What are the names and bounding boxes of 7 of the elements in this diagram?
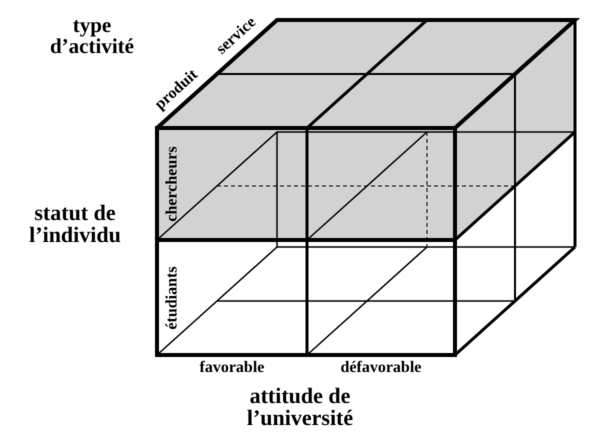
axis-title: statut de l’individu xyxy=(28,202,122,246)
axis-title: type d’activité xyxy=(49,15,135,57)
axis-title: attitude de l’université xyxy=(246,385,354,429)
category-label: chercheurs xyxy=(164,146,180,222)
category-label: étudiants xyxy=(164,266,180,330)
category-label: favorable xyxy=(200,360,264,376)
category-label: défavorable xyxy=(340,360,422,376)
